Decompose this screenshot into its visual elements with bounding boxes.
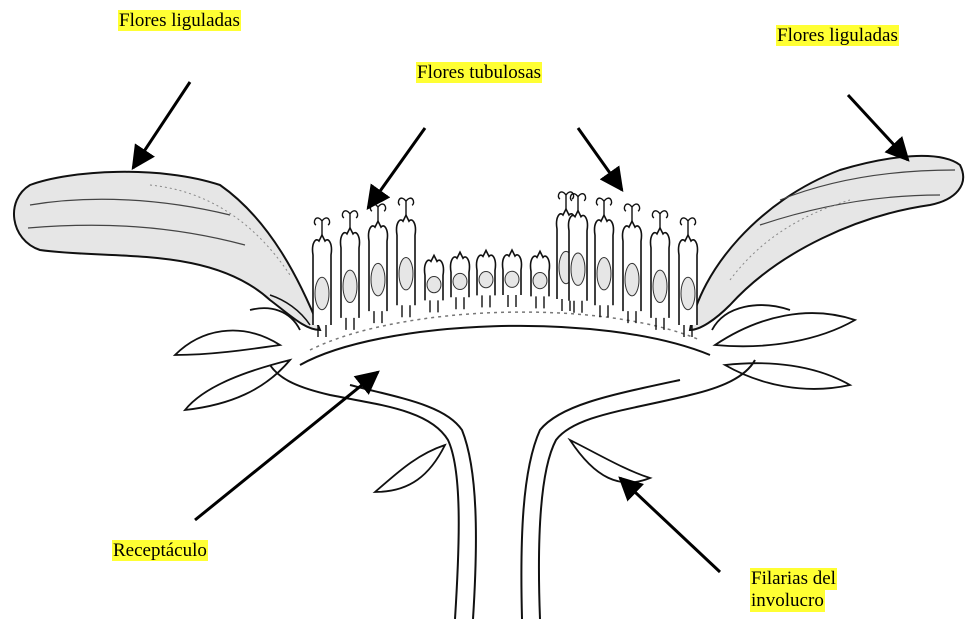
label-text: Receptáculo [112,540,208,561]
label-flores-liguladas-right: Flores liguladas [776,25,899,47]
tubular-floret [313,218,332,337]
label-text: Flores tubulosas [416,62,542,83]
tubular-floret [679,218,698,337]
label-text: Flores liguladas [118,10,241,31]
involucral-bracts [175,305,855,492]
label-filarias-del-involucro: Filarias del involucro [750,568,837,612]
tubular-floret [477,250,496,307]
arrow-tubular-right [578,128,622,190]
tubular-floret [369,204,388,323]
arrow-tubular-left [368,128,425,208]
label-text-line1: Filarias del [750,568,837,590]
arrow-ligule-right [848,95,908,160]
tubular-floret [397,198,416,317]
label-text: Flores liguladas [776,25,899,46]
tubular-floret [503,250,522,307]
receptacle [300,312,710,365]
tubular-floret [595,198,614,317]
label-text-line2: involucro [750,590,825,612]
tubular-floret [623,204,642,323]
ligulate-flower-left [14,172,320,330]
arrow-filarias [620,478,720,572]
tubular-floret [531,251,550,308]
tubular-floret [569,194,588,313]
label-receptaculo: Receptáculo [112,540,208,562]
annotation-arrows [133,82,908,572]
tubular-florets [313,192,698,337]
tubular-floret [451,252,470,309]
tubular-floret [425,255,444,312]
label-flores-liguladas-left: Flores liguladas [118,10,241,32]
ligulate-flower-right [690,156,963,330]
tubular-floret [651,211,670,330]
arrow-receptacle [195,372,378,520]
tubular-floret [341,211,360,330]
arrow-ligule-left [133,82,190,168]
label-flores-tubulosas: Flores tubulosas [416,62,542,84]
